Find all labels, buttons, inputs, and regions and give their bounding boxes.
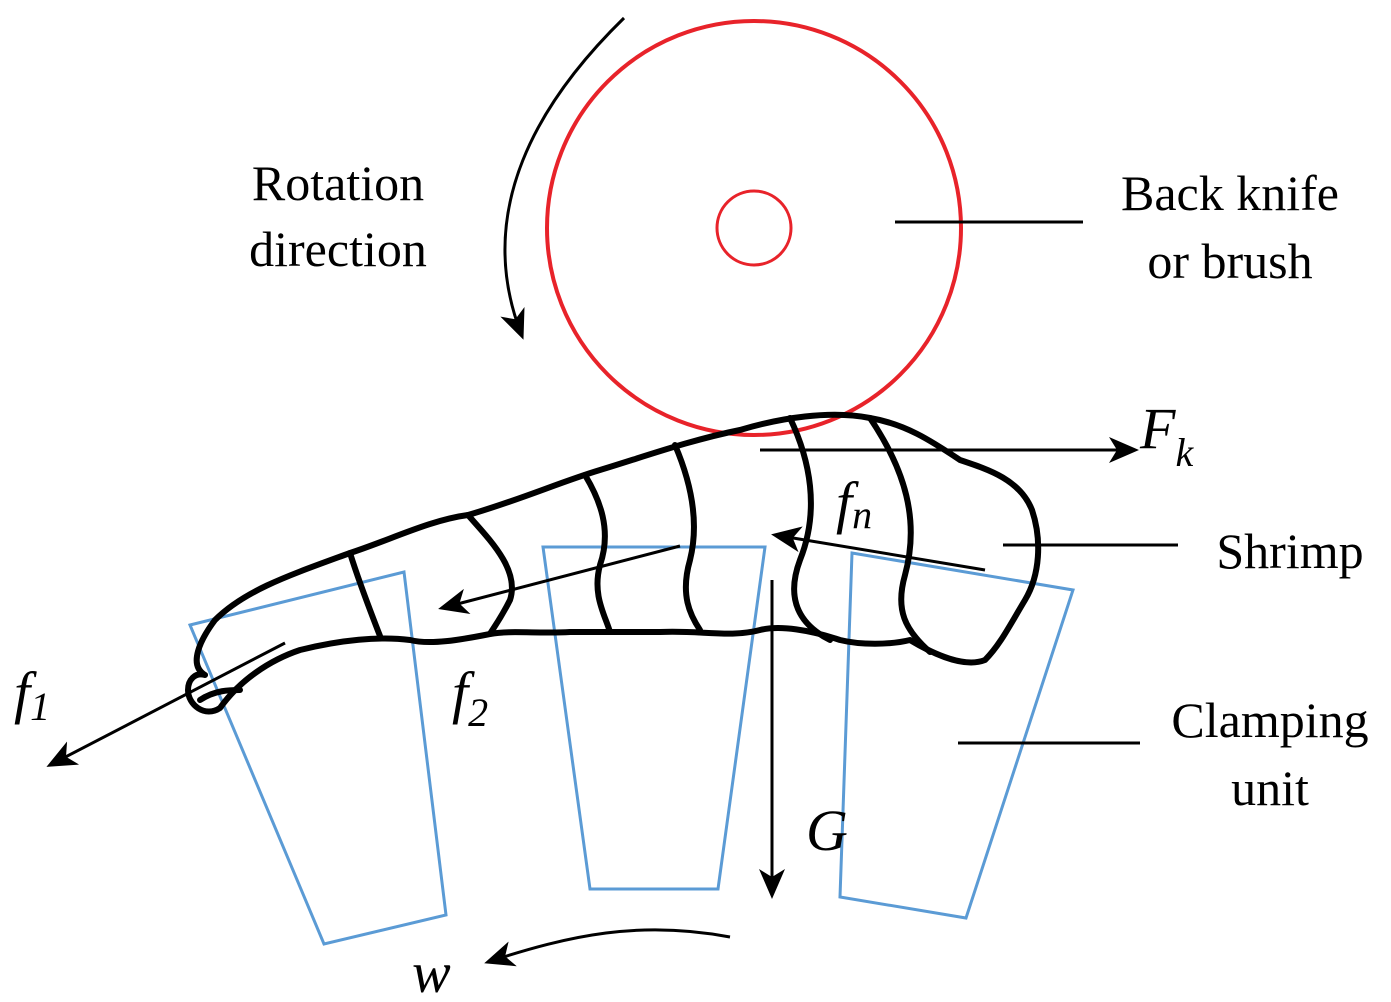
symbol-fn-sub: n [852, 492, 872, 537]
clamping-unit-right [838, 551, 1075, 920]
symbol-Fk: Fk [1139, 396, 1194, 475]
symbol-fn: fn [836, 470, 872, 537]
shrimp-segment-1 [347, 550, 383, 639]
label-shrimp: Shrimp [1216, 523, 1363, 579]
symbol-Fk-sub: k [1175, 430, 1194, 475]
shrimp-body [185, 411, 1042, 715]
knife-outer-circle [545, 19, 963, 437]
arrow-w [484, 928, 731, 967]
knife-hub-circle [715, 189, 793, 267]
symbol-f1-sub: 1 [30, 684, 50, 729]
shrimp-segment-4 [672, 442, 703, 633]
leader-lines [895, 220, 1178, 745]
shrimp-segment-6 [867, 415, 933, 655]
symbol-f2: f2 [452, 660, 488, 735]
symbol-f2-sub: 2 [468, 690, 488, 735]
arrow-fn [771, 526, 986, 572]
knife-wheel [545, 19, 963, 437]
force-symbols: f1 f2 fn Fk G w [14, 396, 1194, 1002]
shrimp-segment-5 [787, 415, 833, 643]
arrow-f1 [46, 641, 286, 767]
text-labels: Rotation direction Back knife or brush S… [249, 155, 1368, 816]
symbol-f1: f1 [14, 660, 50, 729]
symbol-Fk-main: F [1139, 396, 1176, 461]
rotation-arrow [500, 16, 626, 340]
shrimp-outline [185, 411, 1042, 715]
label-rotation-line2: direction [249, 221, 427, 277]
clamping-unit-left [187, 570, 448, 946]
force-arrows [46, 437, 1139, 967]
clamping-units [187, 545, 1075, 946]
label-clamp-line1: Clamping [1171, 692, 1368, 748]
shrimp-tail-tip [197, 687, 243, 703]
label-clamp-line2: unit [1231, 760, 1309, 816]
shrimp-segment-3 [582, 472, 613, 635]
arrow-f2 [438, 544, 681, 615]
label-knife-line1: Back knife [1121, 165, 1339, 221]
label-rotation-line1: Rotation [252, 155, 424, 211]
label-knife-line2: or brush [1147, 233, 1312, 289]
shrimp-segment-2 [465, 512, 515, 637]
symbol-G: G [806, 798, 848, 863]
clamping-unit-middle [541, 545, 767, 891]
symbol-w: w [412, 940, 451, 1002]
